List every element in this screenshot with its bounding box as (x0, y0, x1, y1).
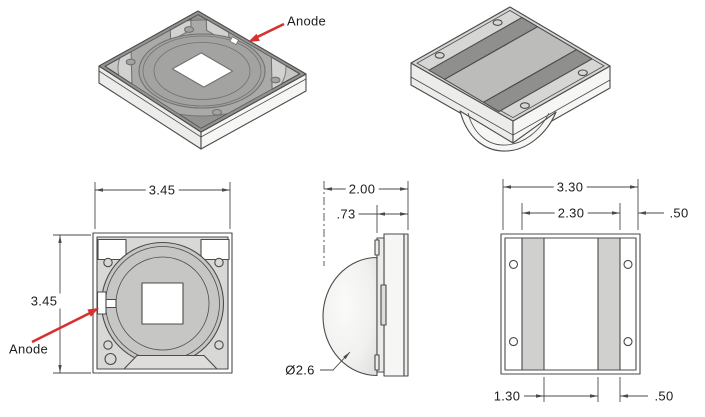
dome-lens-profile (322, 256, 378, 377)
side-step (374, 239, 380, 256)
mounting-hole (214, 340, 224, 350)
mounting-hole (103, 340, 113, 350)
via-hole (492, 19, 503, 26)
dim-pads-outer: 2.30 (554, 205, 588, 221)
via-hole (434, 52, 445, 59)
dome-lens-top (117, 19, 287, 117)
thermal-pad-strip (482, 49, 593, 113)
dim-side-body: .73 (333, 206, 359, 222)
anode-arrow-front (31, 310, 93, 344)
via-hole (623, 259, 633, 269)
bottom-view (500, 179, 664, 402)
led-die (141, 282, 184, 325)
via-hole (623, 337, 633, 347)
dim-lens-diameter: Ø2.6 (282, 362, 318, 378)
dim-side-depth: 2.00 (345, 181, 379, 197)
front-view (31, 182, 233, 374)
side-view (320, 181, 409, 377)
dim-pads-gap: 1.30 (490, 388, 524, 404)
via-hole (270, 76, 281, 84)
anode-tab-stub (105, 298, 117, 309)
via-hole (519, 102, 530, 109)
dim-edge-margin: .50 (666, 205, 692, 221)
via-hole (183, 26, 195, 33)
lens-dia-leader (320, 351, 351, 371)
anode-arrow-top (252, 22, 285, 41)
side-anode-edge (380, 284, 387, 326)
thermal-pad-strip (597, 237, 621, 371)
dim-pad-width: .50 (651, 388, 677, 404)
label-anode-top: Anode (287, 13, 327, 29)
dome-lens-under (459, 110, 557, 152)
corner-notch (200, 238, 230, 261)
dim-front-width: 3.45 (145, 182, 179, 198)
anode-arrowhead-front (87, 308, 99, 317)
dim-front-height: 3.45 (27, 293, 61, 309)
thermal-pad-strip (428, 16, 539, 80)
iso-top-view (98, 10, 307, 150)
iso-bottom-view (410, 6, 611, 152)
corner-notch (97, 238, 127, 261)
dim-bottom-width: 3.30 (553, 179, 587, 195)
via-hole (577, 69, 588, 77)
via-hole (508, 337, 519, 347)
mounting-hole-large (104, 352, 117, 366)
anode-mark-iso (229, 36, 240, 46)
mounting-hole (214, 257, 224, 268)
lens-ring-inner (153, 42, 251, 100)
led-die (171, 52, 234, 88)
thermal-pad-strip (521, 237, 545, 371)
anode-arrowhead-top (248, 33, 260, 42)
label-anode-front: Anode (9, 341, 49, 357)
side-back-band (403, 233, 409, 377)
side-step (374, 354, 380, 371)
anode-tab (96, 291, 107, 315)
lens-ring-mid (142, 35, 262, 107)
bottom-trapezoid (123, 354, 218, 370)
mounting-hole (103, 257, 113, 268)
side-body (383, 233, 405, 377)
via-hole (125, 58, 136, 66)
via-hole (508, 259, 519, 269)
